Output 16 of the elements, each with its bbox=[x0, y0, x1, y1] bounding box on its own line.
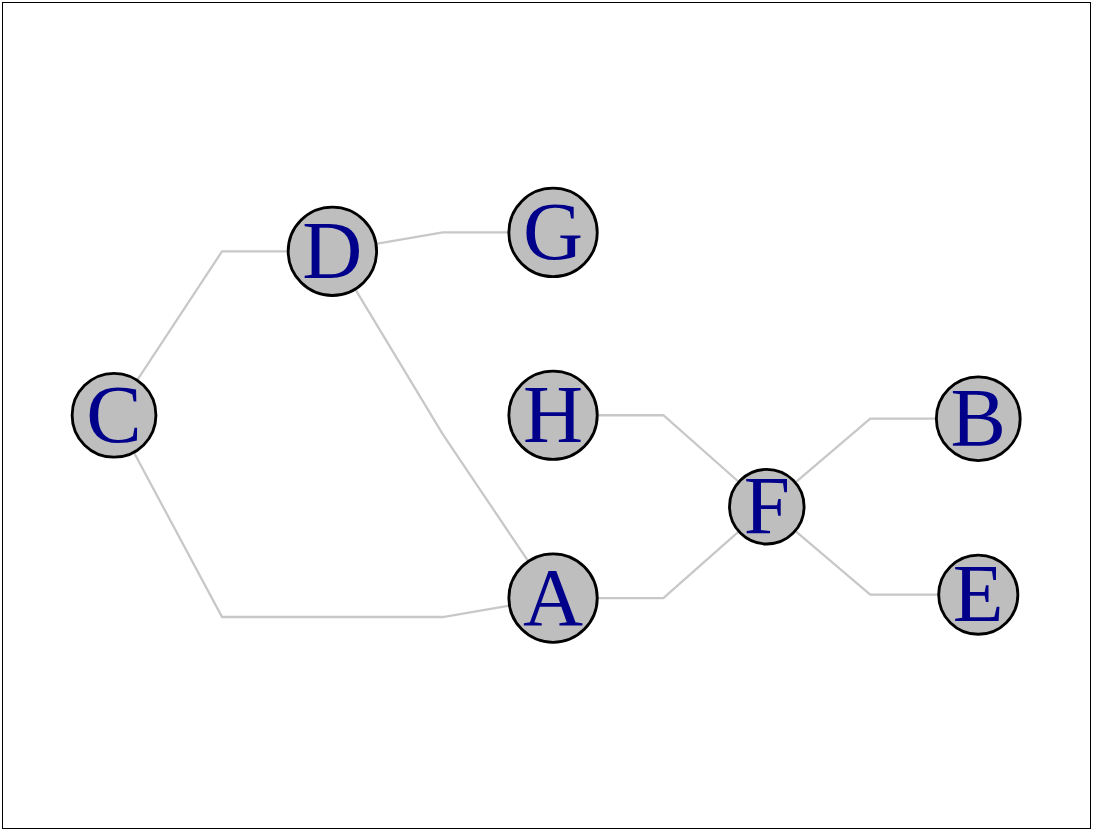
connector bbox=[597, 530, 740, 600]
connector bbox=[794, 530, 940, 597]
node-circle: H bbox=[507, 369, 599, 462]
connector bbox=[794, 417, 937, 484]
node-circle: F bbox=[728, 468, 806, 546]
connector bbox=[136, 250, 289, 382]
connector bbox=[376, 231, 510, 246]
node-circle: G bbox=[507, 187, 599, 279]
node-circle: B bbox=[935, 375, 1022, 463]
connector bbox=[133, 451, 510, 619]
node-circle: E bbox=[937, 553, 1020, 636]
node-circle: C bbox=[71, 372, 158, 459]
connector bbox=[354, 288, 530, 563]
connector bbox=[597, 414, 740, 484]
node-circle: A bbox=[507, 552, 599, 644]
node-circle: D bbox=[287, 205, 379, 298]
